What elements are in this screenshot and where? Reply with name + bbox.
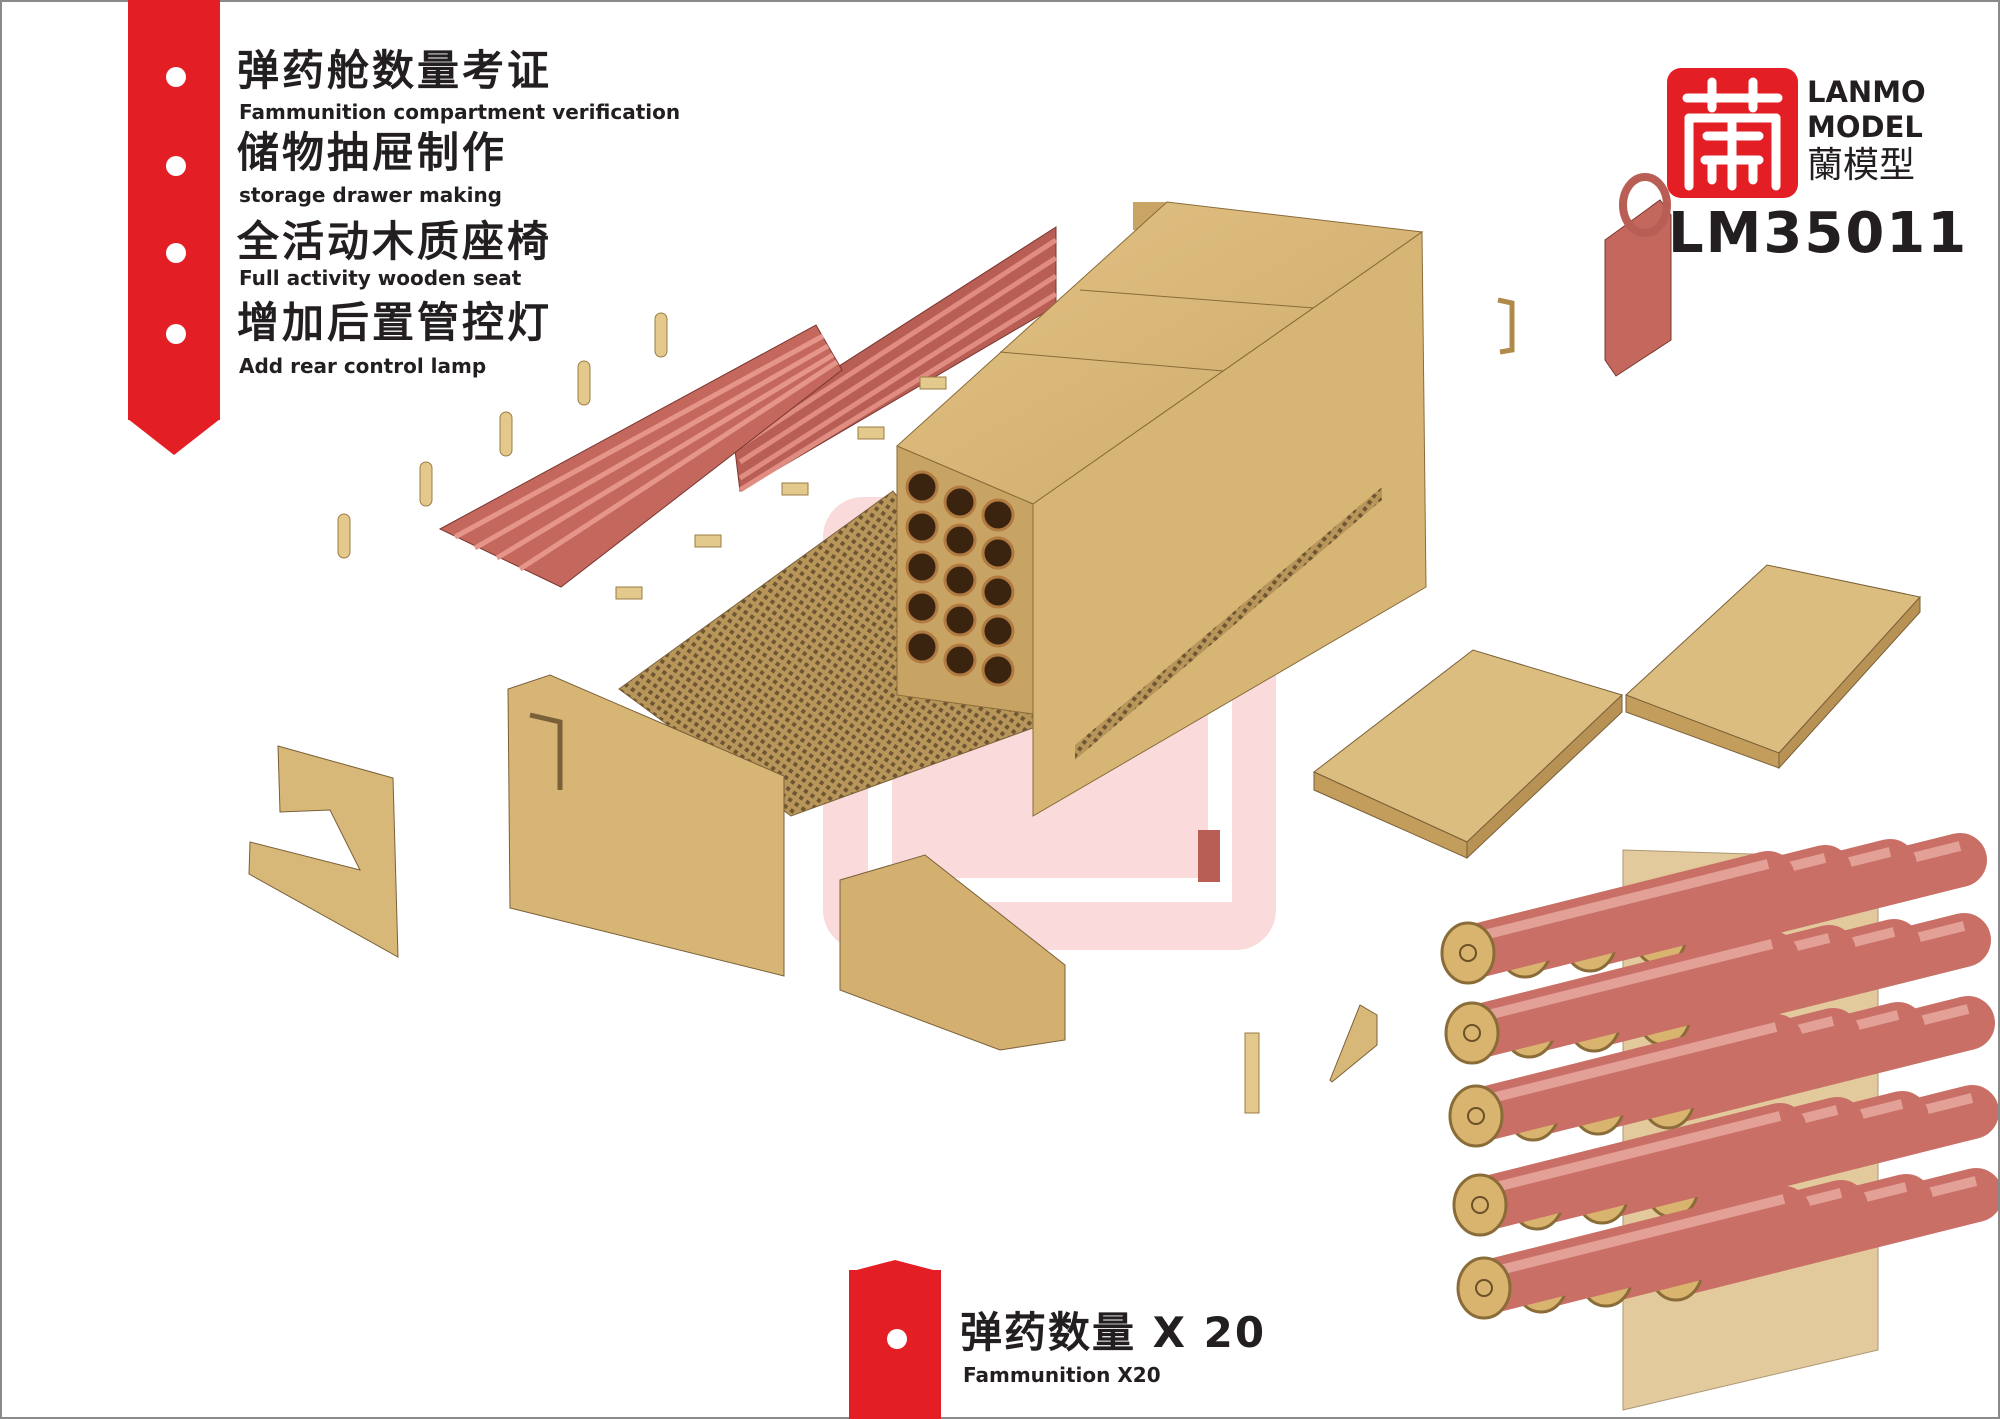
product-code: LM35011 [1668,201,1969,266]
ammo-round [1444,931,1799,1065]
step-frame [839,854,1066,1051]
feature-title-en: Add rear control lamp [239,354,487,378]
wooden-pegs [337,312,1260,1114]
storage-drawers [1313,564,1921,860]
ammo-count-zh: 弹药数量 X 20 [960,1308,1267,1357]
red-latch [1198,830,1220,882]
ammo-round [1456,1186,1811,1320]
handle [1497,297,1515,355]
red-bench [438,226,1058,588]
brand-name-zh: 蘭模型 [1807,145,1916,186]
ammo-round [1452,1103,1807,1237]
orchid-glyph-icon [1682,77,1783,191]
feature-title-en: Fammunition compartment verification [239,100,681,124]
bullet-icon [166,156,186,176]
feature-title-zh: 储物抽屉制作 [237,128,508,177]
brand-name-line2: MODEL [1807,110,1923,144]
door-panel [507,674,785,977]
feature-title-zh: 弹药舱数量考证 [237,46,553,95]
feature-title-zh: 增加后置管控灯 [237,298,553,347]
ammo-round [1448,1014,1803,1148]
brand-logo-mark [1667,68,1798,198]
brand-name-line1: LANMO [1807,75,1926,109]
ammo-count-en: Fammunition X20 [963,1363,1161,1387]
bullet-icon [887,1329,907,1349]
ammo-compartment [896,201,1427,817]
ammo-tab-top [849,1260,941,1272]
feature-title-en: Full activity wooden seat [239,266,522,290]
gusset-plate [1329,1004,1378,1083]
seat-bracket [248,745,399,958]
feature-banner [128,0,220,420]
bullet-icon [166,67,186,87]
red-stand [1604,173,1672,377]
feature-title-zh: 全活动木质座椅 [237,217,553,266]
feature-title-en: storage drawer making [239,183,502,207]
bullet-icon [166,243,186,263]
bullet-icon [166,324,186,344]
ammo-round [1440,851,1795,985]
feature-banner-tip [128,419,220,455]
ammo-rack [1440,833,2000,1411]
